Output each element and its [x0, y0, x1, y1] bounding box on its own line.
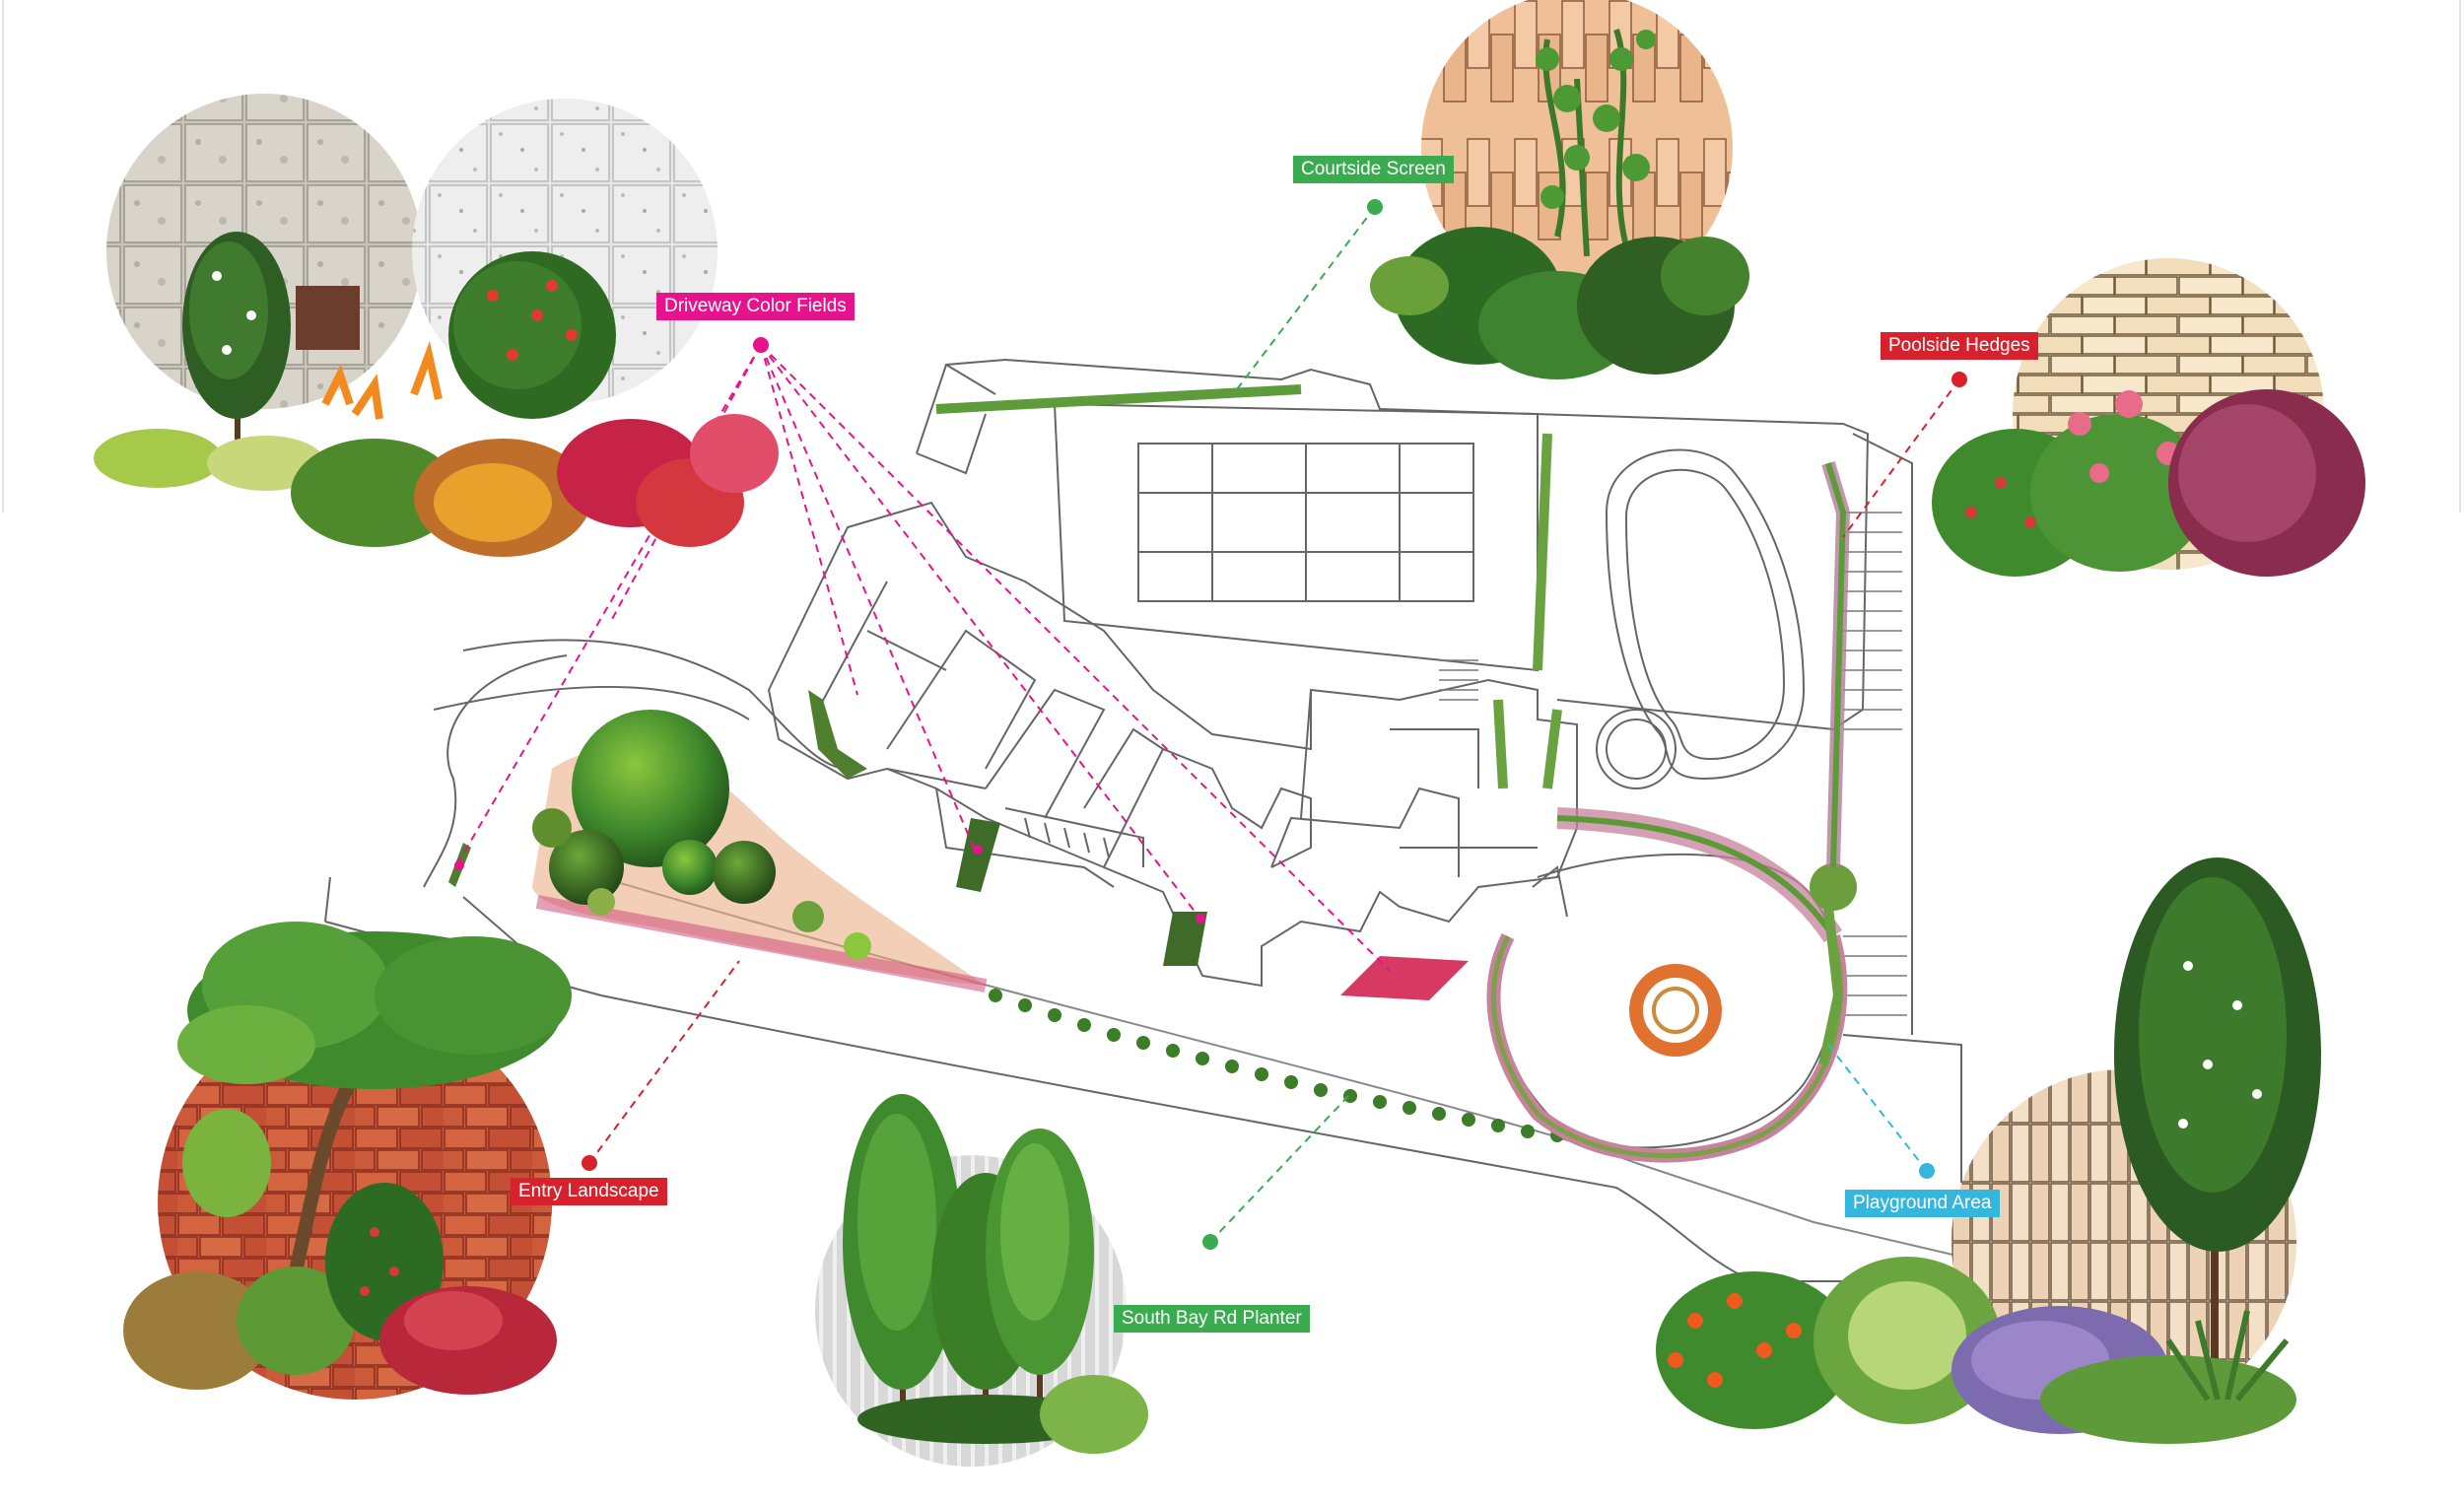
vignette-southbay — [815, 1094, 1148, 1467]
playground-area-tag[interactable]: Playground Area — [1845, 1190, 2000, 1217]
poolside-leader — [1842, 378, 1960, 538]
left-edge-line — [2, 0, 4, 513]
entry-pin — [582, 1155, 597, 1171]
vignette-driveway — [94, 94, 779, 557]
courtside-pin — [1367, 199, 1383, 215]
south-bay-rd-planter-tag[interactable]: South Bay Rd Planter — [1114, 1305, 1310, 1333]
entry-leader — [588, 960, 740, 1164]
driveway-pin — [753, 337, 769, 353]
poolside-pin — [1951, 372, 1967, 387]
southbay-leader — [1209, 1093, 1351, 1243]
vignette-entry — [123, 922, 572, 1400]
callout-pins — [454, 199, 1967, 1250]
planting-beds — [448, 384, 1857, 1163]
driveway-color-fields-tag[interactable]: Driveway Color Fields — [656, 293, 855, 320]
southbay-pin — [1202, 1234, 1218, 1250]
vignette-playground — [1656, 857, 2321, 1444]
playground-pin — [1919, 1163, 1935, 1179]
vignette-courtside — [1370, 0, 1749, 379]
courtside-leader — [1236, 206, 1376, 390]
courtside-screen-tag[interactable]: Courtside Screen — [1293, 156, 1454, 183]
right-edge-line — [2459, 0, 2461, 513]
site-plan — [324, 358, 1962, 1282]
poolside-hedges-tag[interactable]: Poolside Hedges — [1881, 332, 2038, 360]
vignette-poolside — [1932, 258, 2365, 577]
entry-landscape-tag[interactable]: Entry Landscape — [511, 1178, 667, 1205]
playground-leader — [1827, 1044, 1928, 1172]
